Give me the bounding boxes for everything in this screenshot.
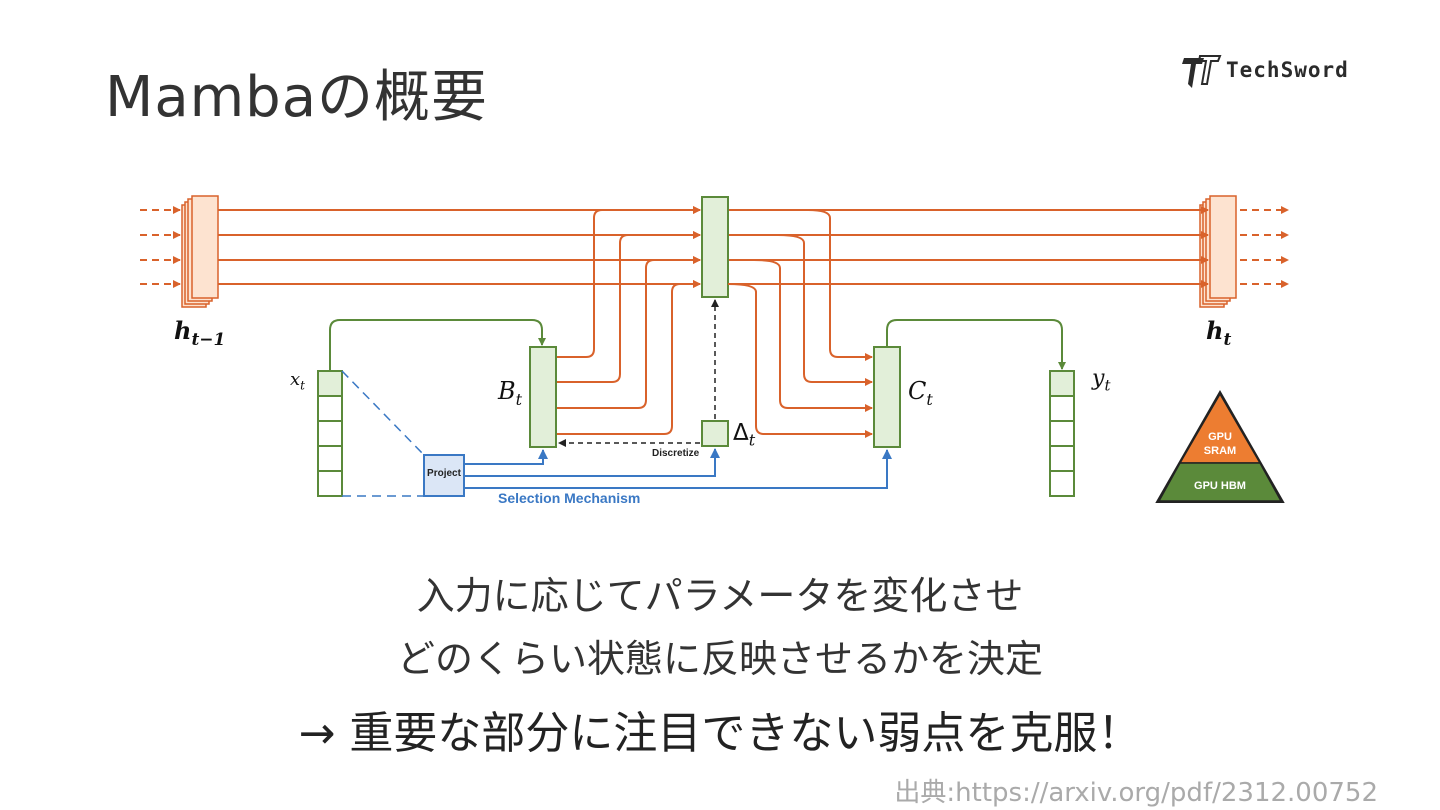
c-block	[873, 346, 901, 448]
x-subscript: t	[300, 378, 305, 393]
selection-arrows	[464, 448, 892, 489]
c-subscript: t	[926, 389, 933, 409]
c-symbol: C	[908, 377, 927, 405]
b-subscript: t	[515, 389, 523, 409]
x-input-vector	[317, 370, 343, 497]
h-next-symbol: h	[1206, 316, 1224, 345]
x-to-b-arrow	[329, 319, 546, 371]
h-prev-label: ht−1	[174, 316, 225, 350]
y-subscript: t	[1104, 376, 1111, 395]
gpu-sram-line1: GPU	[1208, 431, 1232, 443]
project-box	[423, 454, 465, 497]
delta-label: Δt	[733, 420, 755, 450]
techsword-logo-icon	[1182, 55, 1222, 88]
h-prev-symbol: h	[174, 316, 192, 345]
page-title: Mambaの概要	[105, 65, 489, 130]
body-line-1: 入力に応じてパラメータを変化させ	[416, 574, 1024, 618]
body-line-3: → 重要な部分に注目できない弱点を克服！	[298, 708, 1142, 759]
gpu-hbm-label: GPU HBM	[1194, 480, 1246, 492]
b-symbol: B	[498, 377, 516, 405]
source-citation: 出典:https://arxiv.org/pdf/2312.00752	[894, 778, 1378, 808]
gpu-memory-pyramid	[1155, 389, 1285, 503]
y-symbol: y	[1092, 366, 1105, 391]
c-label: Ct	[908, 377, 933, 409]
x-label: xt	[290, 369, 305, 393]
b-to-center-lines	[556, 206, 701, 435]
body-line-2: どのくらい状態に反映させるかを決定	[396, 637, 1043, 681]
h-prev-subscript: t−1	[191, 329, 226, 350]
logo-text: TechSword	[1226, 58, 1349, 82]
gpu-sram-label: GPU SRAM	[1180, 430, 1260, 458]
selection-mechanism-label: Selection Mechanism	[498, 490, 641, 506]
projection-dashes	[341, 370, 425, 497]
state-block-next	[1199, 195, 1237, 308]
delta-symbol: Δ	[733, 420, 749, 446]
outgoing-state-arrows	[1240, 206, 1289, 288]
c-to-y-arrow	[886, 319, 1066, 370]
incoming-state-arrows	[140, 206, 181, 288]
x-symbol: x	[290, 369, 301, 390]
h-next-subscript: t	[1223, 329, 1232, 350]
delta-block	[701, 420, 729, 447]
b-block	[529, 346, 557, 448]
h-next-label: ht	[1206, 316, 1231, 350]
b-label: Bt	[498, 377, 522, 409]
center-to-c-lines	[727, 209, 873, 438]
state-block-prev	[181, 195, 219, 308]
center-state-block	[701, 196, 729, 298]
y-output-vector	[1049, 370, 1075, 497]
project-label: Project	[427, 468, 461, 479]
y-label: yt	[1092, 366, 1110, 394]
discretize-label: Discretize	[652, 448, 700, 459]
gpu-sram-line2: SRAM	[1203, 445, 1237, 457]
delta-subscript: t	[748, 430, 756, 450]
techsword-logo: TechSword	[1180, 50, 1390, 94]
